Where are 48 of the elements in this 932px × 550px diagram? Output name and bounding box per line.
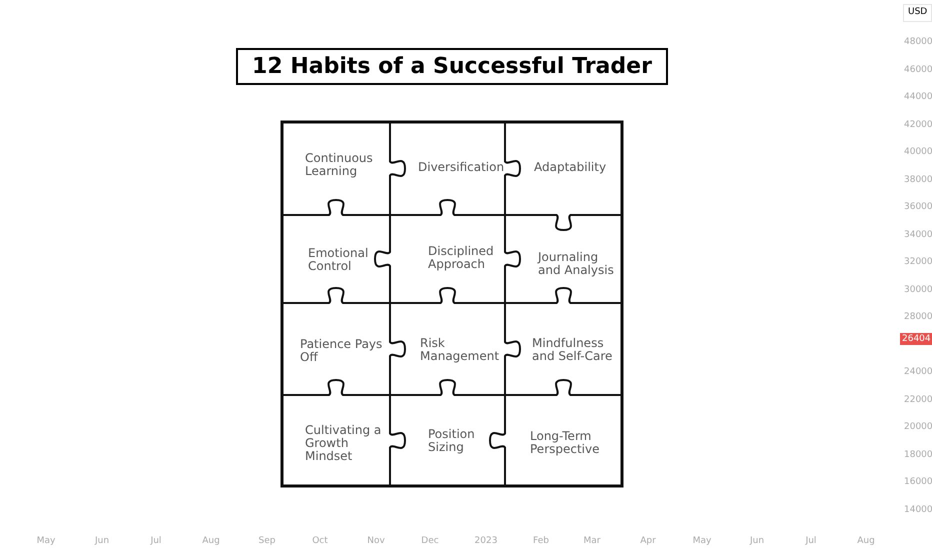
- time-tick: Jun: [750, 536, 764, 546]
- price-tick: 36000: [904, 202, 932, 212]
- piece-label: Risk Management: [420, 337, 500, 363]
- piece-label: Adaptability: [534, 161, 606, 174]
- time-tick: Dec: [421, 536, 439, 546]
- price-tick: 30000: [904, 284, 932, 294]
- piece-label: Position Sizing: [428, 428, 476, 454]
- price-tick: 22000: [904, 394, 932, 404]
- piece-label: Continuous Learning: [305, 152, 374, 178]
- piece-label: Journaling and Analysis: [538, 251, 615, 277]
- time-tick: Oct: [312, 536, 328, 546]
- price-tick: 16000: [904, 477, 932, 487]
- price-tick: 28000: [904, 312, 932, 322]
- time-tick: Jun: [94, 536, 110, 546]
- time-tick: Jul: [150, 536, 162, 546]
- time-tick: May: [692, 536, 712, 546]
- piece-label: Cultivating a Growth Mindset: [305, 424, 382, 463]
- time-tick: 2023: [474, 536, 498, 546]
- time-tick: Aug: [202, 536, 220, 546]
- price-tick: 40000: [904, 147, 932, 157]
- piece-label: Mindfulness and Self-Care: [532, 337, 614, 363]
- price-tick: 18000: [904, 450, 932, 460]
- time-tick: Aug: [857, 536, 875, 546]
- price-tick: 48000: [904, 37, 932, 47]
- time-tick: Apr: [640, 536, 656, 546]
- piece-label: Disciplined Approach: [428, 245, 495, 271]
- price-badge: 26404: [900, 333, 932, 345]
- time-tick: Mar: [584, 536, 600, 546]
- price-tick: 46000: [904, 64, 932, 74]
- time-tick: Sep: [258, 536, 276, 546]
- piece-label: Emotional Control: [308, 247, 370, 273]
- piece-label: Patience Pays Off: [300, 338, 384, 364]
- piece-label: Long-Term Perspective: [530, 430, 600, 456]
- time-tick: Nov: [367, 536, 385, 546]
- title-box: 12 Habits of a Successful Trader: [236, 48, 668, 85]
- price-tick: 38000: [904, 174, 932, 184]
- price-tick: 32000: [904, 257, 932, 267]
- price-tick: 24000: [904, 367, 932, 377]
- price-tick: 14000: [904, 504, 932, 514]
- time-tick: May: [36, 536, 56, 546]
- time-tick: Feb: [533, 536, 549, 546]
- currency-label: USD: [903, 4, 932, 22]
- price-tick: 34000: [904, 230, 932, 240]
- piece-label: Diversification: [418, 161, 504, 174]
- price-tick: 44000: [904, 92, 932, 102]
- time-tick: Jul: [806, 536, 816, 546]
- price-tick: 42000: [904, 120, 932, 130]
- price-tick: 20000: [904, 422, 932, 432]
